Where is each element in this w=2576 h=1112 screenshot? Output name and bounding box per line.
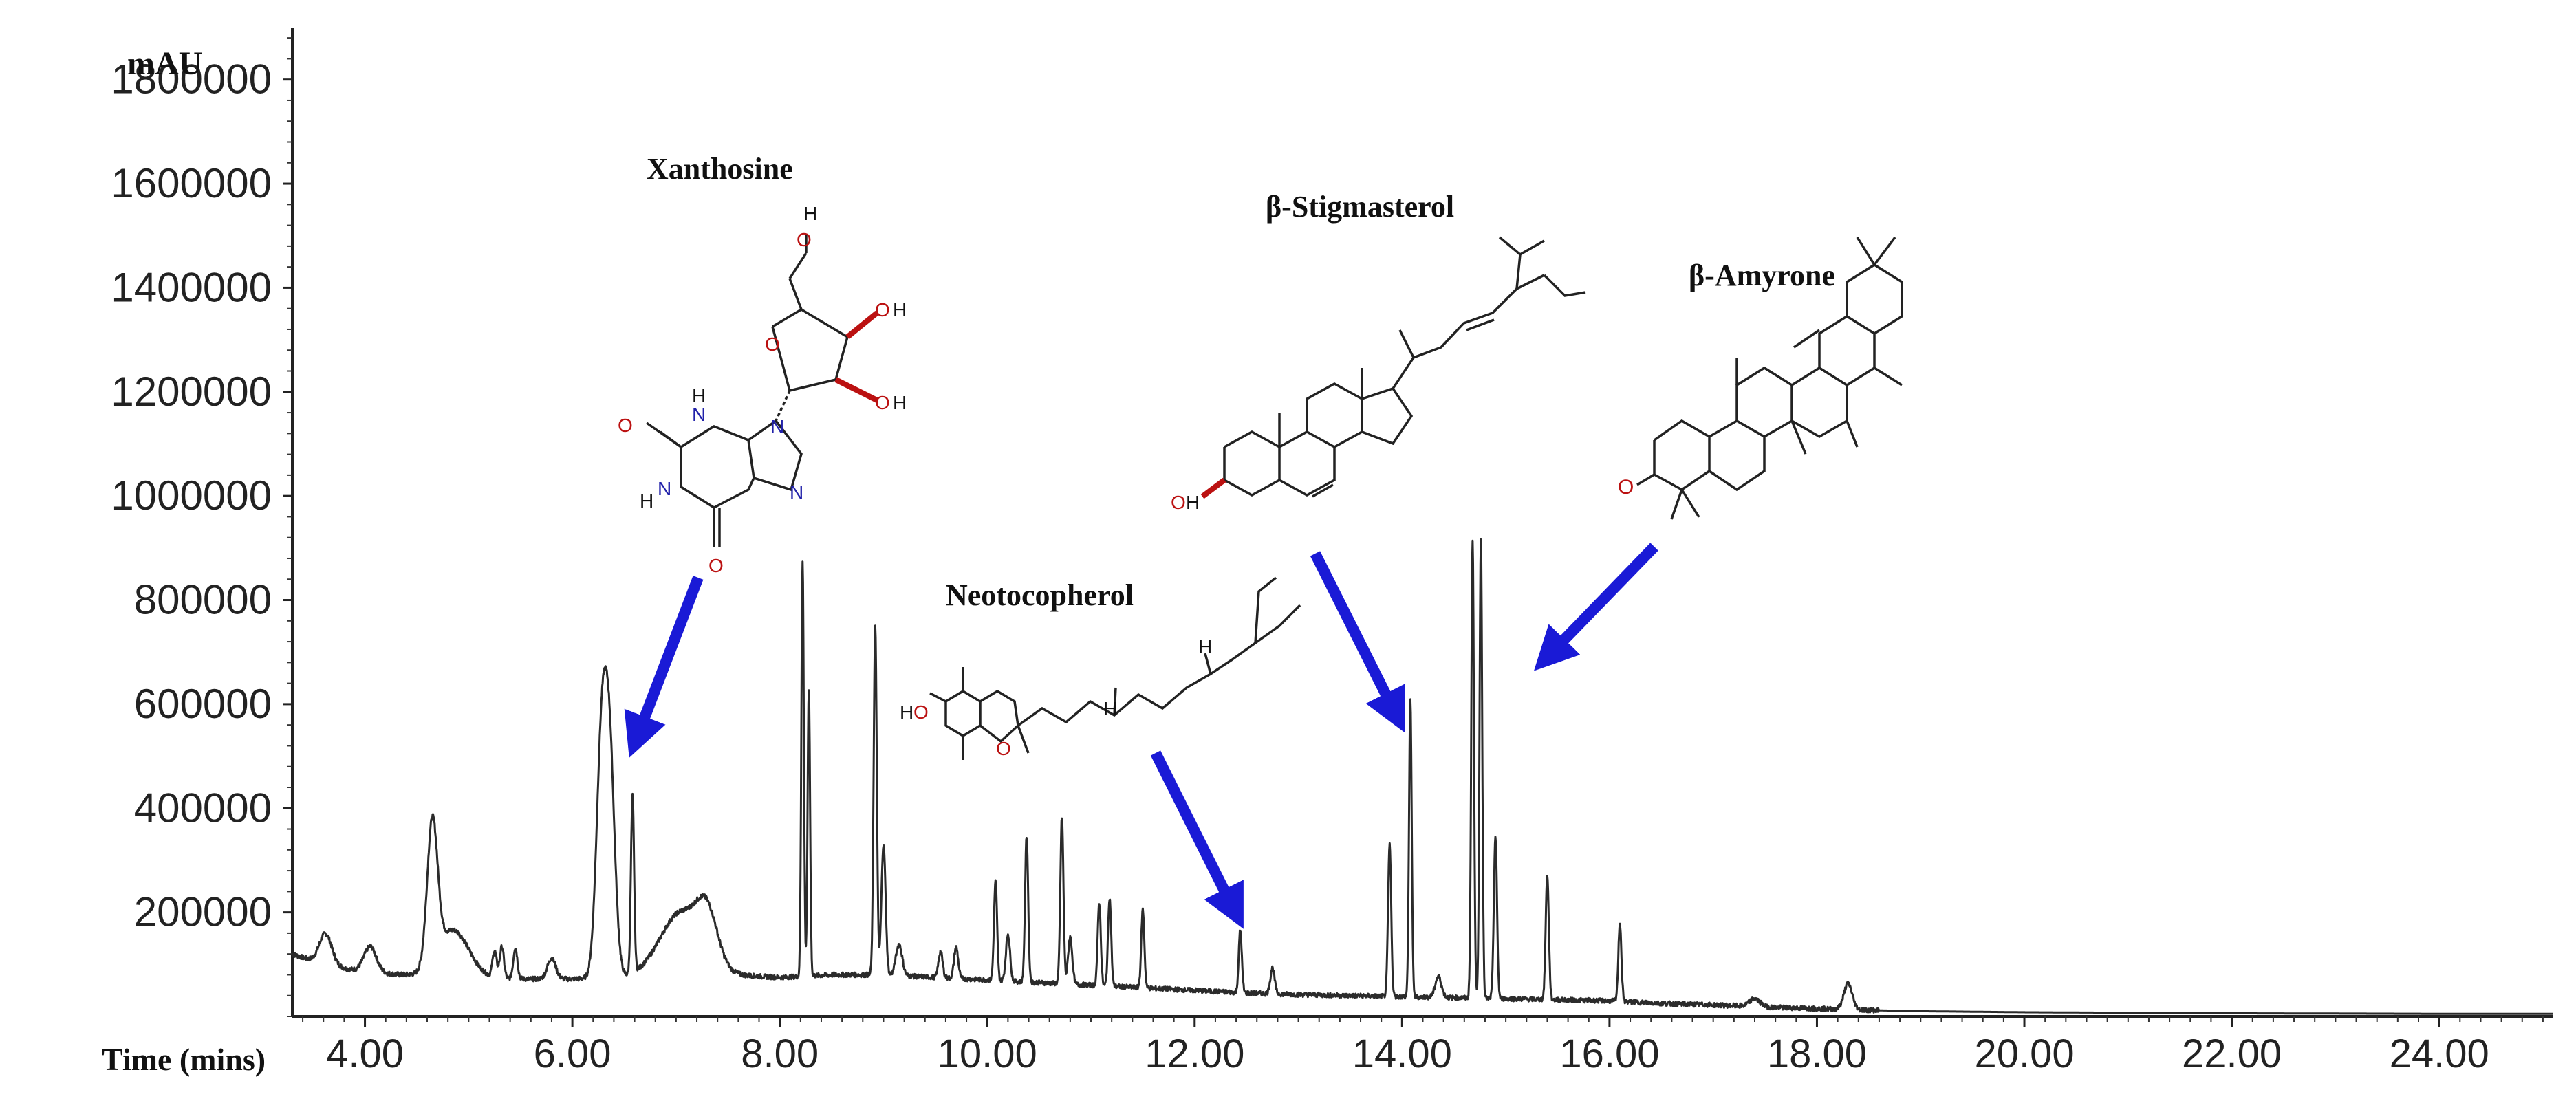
svg-text:O: O (708, 555, 724, 576)
x-tick-label: 22.00 (2182, 1032, 2282, 1076)
svg-text:H: H (893, 299, 907, 320)
svg-text:O: O (875, 299, 890, 320)
chromatogram-trace (292, 538, 2554, 1015)
amyrone-arrow (1533, 543, 1658, 671)
stigmasterol-structure-icon: O H (1171, 236, 1586, 513)
svg-text:O: O (1171, 492, 1186, 513)
svg-text:N: N (770, 416, 784, 437)
neotocopherol-label: Neotocopherol (946, 578, 1134, 612)
svg-text:O: O (996, 738, 1011, 759)
y-tick-label: 800000 (134, 577, 272, 623)
svg-text:O: O (1618, 476, 1634, 499)
svg-text:H: H (1103, 698, 1117, 719)
svg-text:H: H (1198, 636, 1212, 657)
y-tick-label: 1000000 (111, 472, 272, 519)
stigmasterol-arrow (1310, 551, 1405, 733)
xanthosine-structure-icon: H O O H O H O N N H N O H N O (618, 203, 907, 576)
svg-text:H: H (803, 203, 817, 224)
svg-text:H: H (1186, 492, 1200, 513)
y-tick-label: 200000 (134, 889, 272, 935)
y-tick-label: 400000 (134, 785, 272, 831)
neotocopherol-arrow (1150, 750, 1244, 929)
svg-text:N: N (790, 481, 803, 503)
stigmasterol-label: β-Stigmasterol (1266, 190, 1454, 224)
x-tick-labels: 4.00 6.00 8.00 10.00 12.00 14.00 16.00 18.00 20.… (326, 1016, 2489, 1076)
x-tick-label: 8.00 (741, 1032, 819, 1076)
y-axis-label: mAU (127, 45, 202, 82)
x-tick-label: 18.00 (1767, 1032, 1867, 1076)
neotocopherol-structure-icon: O H O H H (900, 576, 1301, 760)
xanthosine-label: Xanthosine (647, 152, 793, 186)
svg-text:O: O (875, 392, 890, 413)
svg-text:H: H (893, 392, 907, 413)
svg-text:H: H (692, 385, 706, 406)
svg-text:O: O (618, 415, 633, 436)
svg-text:N: N (658, 478, 671, 499)
svg-text:H: H (900, 701, 913, 723)
y-tick-label: 1400000 (111, 264, 272, 310)
x-tick-label: 14.00 (1352, 1032, 1452, 1076)
x-axis-label: Time (mins) (102, 1042, 266, 1077)
svg-text:O: O (765, 334, 780, 355)
svg-text:O: O (797, 229, 812, 250)
svg-text:N: N (692, 404, 706, 425)
amyrone-label: β-Amyrone (1689, 259, 1835, 292)
x-tick-label: 10.00 (938, 1032, 1037, 1076)
y-tick-label: 1800000 (111, 56, 272, 102)
svg-text:O: O (913, 701, 929, 723)
x-tick-label: 20.00 (1974, 1032, 2074, 1076)
xanthosine-arrow (624, 576, 704, 758)
x-tick-label: 16.00 (1559, 1032, 1659, 1076)
y-tick-label: 1200000 (111, 369, 272, 415)
x-tick-label: 24.00 (2390, 1032, 2489, 1076)
y-tick-labels: 200000 400000 600000 800000 1000000 1200000 14… (111, 56, 292, 935)
x-tick-label: 12.00 (1145, 1032, 1244, 1076)
amyrone-structure-icon: O (1618, 236, 1903, 520)
y-tick-label: 1600000 (111, 160, 272, 206)
svg-text:H: H (640, 490, 653, 512)
y-tick-label: 600000 (134, 681, 272, 727)
x-tick-label: 4.00 (326, 1032, 404, 1076)
x-tick-label: 6.00 (534, 1032, 611, 1076)
